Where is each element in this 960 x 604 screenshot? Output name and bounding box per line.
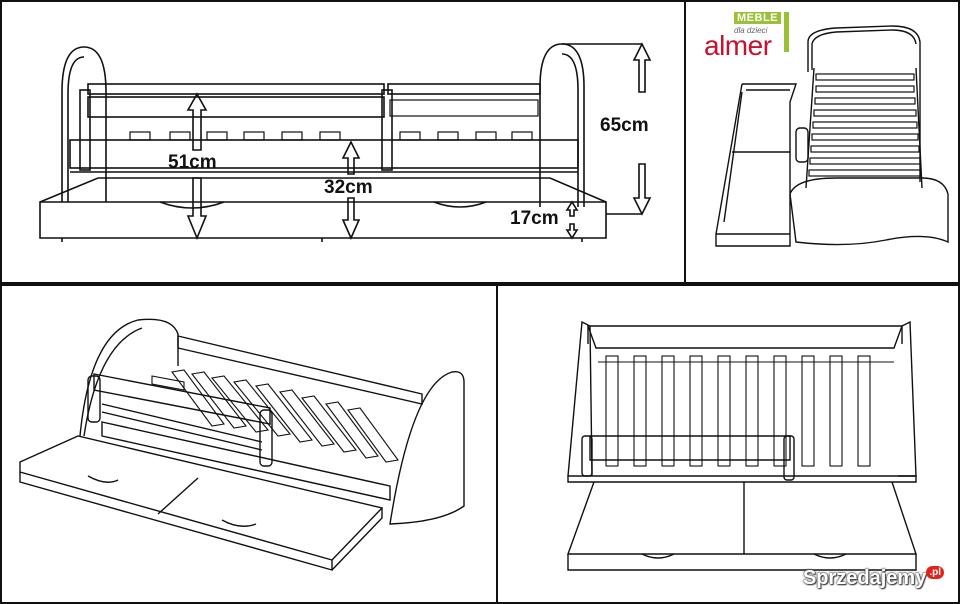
watermark-text: Sprzedajemy [802, 567, 927, 589]
logo-brand-text: almer [704, 30, 772, 61]
bed-perspective-drawing-2 [19, 318, 465, 571]
watermark-suffix: .pl [926, 566, 944, 579]
dimension-label-51cm: 51cm [168, 152, 217, 173]
panel-perspective-view-top-right: MEBLE dla dzieci almer [684, 0, 960, 284]
bed-side-elevation-drawing [39, 42, 652, 242]
panel-side-view-dimensions: 65cm 51cm 32cm 17cm [0, 0, 686, 284]
logo-meble-text: MEBLE [734, 12, 781, 24]
panel-front-view-bottom-right: Sprzedajemy.pl [496, 284, 960, 604]
bed-front-perspective-drawing [567, 320, 917, 571]
logo-accent-bar [784, 12, 789, 52]
panel-perspective-view-bottom-left [0, 284, 498, 604]
logo-subtitle-text: dla dzieci [734, 26, 768, 35]
almer-logo: MEBLE dla dzieci almer [704, 12, 790, 61]
bed-perspective-drawing-1 [715, 25, 949, 247]
dimension-label-17cm: 17cm [510, 208, 559, 229]
dimension-label-32cm: 32cm [324, 177, 373, 198]
dimension-label-65cm: 65cm [600, 115, 649, 136]
watermark: Sprzedajemy.pl [802, 566, 944, 590]
